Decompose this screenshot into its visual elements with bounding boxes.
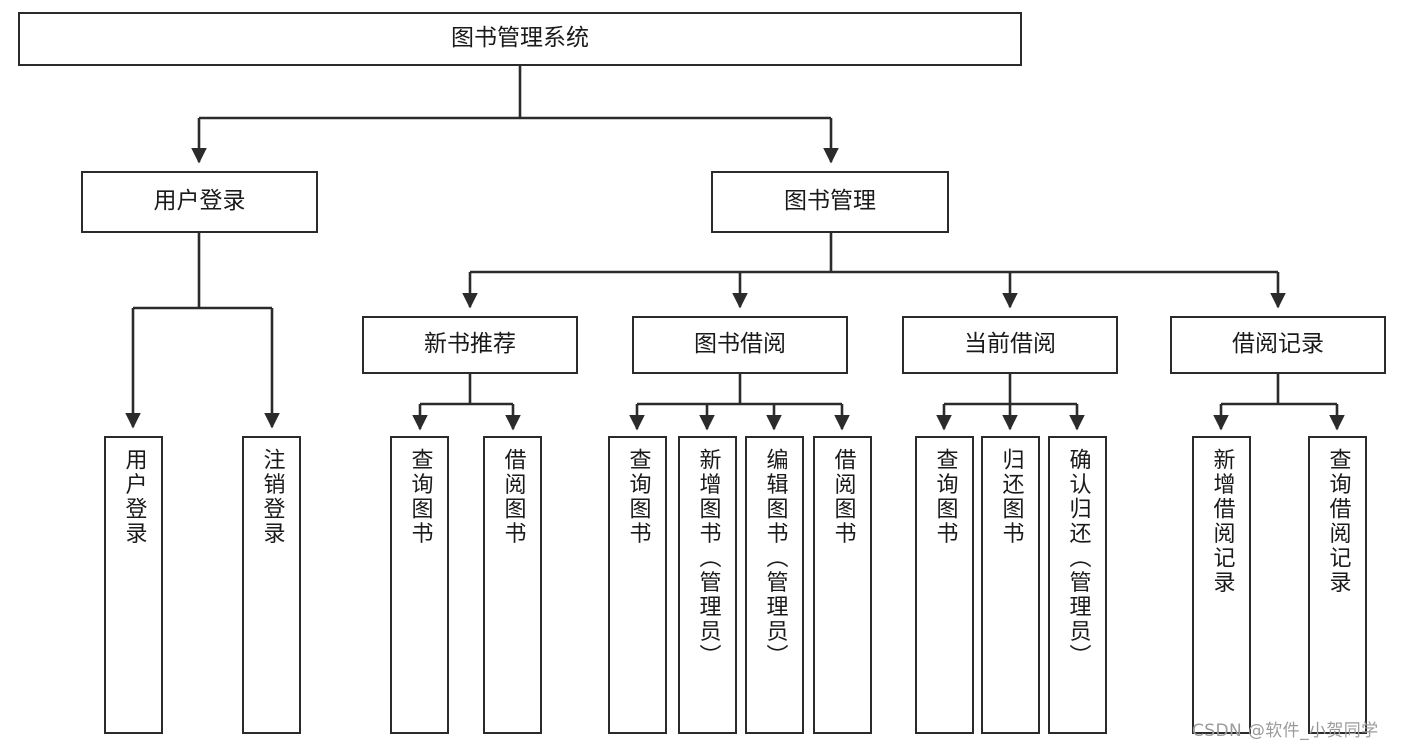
- node-leaf-query-book-3[interactable]: 查询图书: [915, 436, 974, 734]
- node-leaf-borrow-book-1[interactable]: 借阅图书: [483, 436, 542, 734]
- node-label: 图书管理: [784, 188, 876, 215]
- node-leaf-add-record[interactable]: 新增借阅记录: [1192, 436, 1251, 734]
- node-label: 查询图书: [407, 448, 433, 546]
- node-label: 归还图书: [998, 448, 1024, 546]
- node-borrow-record[interactable]: 借阅记录: [1170, 316, 1386, 374]
- node-leaf-logout-login[interactable]: 注销登录: [242, 436, 301, 734]
- node-leaf-query-book-2[interactable]: 查询图书: [608, 436, 667, 734]
- node-label: 借阅图书: [500, 448, 526, 546]
- node-label: 借阅图书: [830, 448, 856, 546]
- node-book-borrow[interactable]: 图书借阅: [632, 316, 848, 374]
- node-leaf-query-book-1[interactable]: 查询图书: [390, 436, 449, 734]
- node-book-management[interactable]: 图书管理: [711, 171, 949, 233]
- node-leaf-borrow-book-2[interactable]: 借阅图书: [813, 436, 872, 734]
- node-label: 新增图书（管理员）: [695, 448, 721, 669]
- node-label: 借阅记录: [1232, 331, 1324, 358]
- node-current-borrow[interactable]: 当前借阅: [902, 316, 1118, 374]
- node-label: 查询借阅记录: [1325, 448, 1351, 595]
- node-label: 图书借阅: [694, 331, 786, 358]
- node-leaf-return-book[interactable]: 归还图书: [981, 436, 1040, 734]
- node-label: 查询图书: [625, 448, 651, 546]
- node-label: 新书推荐: [424, 331, 516, 358]
- node-label: 图书管理系统: [451, 25, 589, 52]
- node-label: 当前借阅: [964, 331, 1056, 358]
- node-leaf-edit-book[interactable]: 编辑图书（管理员）: [745, 436, 804, 734]
- node-label: 确认归还（管理员）: [1065, 448, 1091, 669]
- node-label: 用户登录: [153, 188, 246, 215]
- node-leaf-add-book[interactable]: 新增图书（管理员）: [678, 436, 737, 734]
- node-leaf-confirm-return[interactable]: 确认归还（管理员）: [1048, 436, 1107, 734]
- node-leaf-query-record[interactable]: 查询借阅记录: [1308, 436, 1367, 734]
- node-leaf-user-login[interactable]: 用户登录: [104, 436, 163, 734]
- node-label: 注销登录: [259, 448, 285, 546]
- csdn-watermark: CSDN @软件_小贺同学: [1192, 721, 1379, 741]
- node-new-book-recommend[interactable]: 新书推荐: [362, 316, 578, 374]
- node-user-login[interactable]: 用户登录: [81, 171, 318, 233]
- node-label: 查询图书: [932, 448, 958, 546]
- node-label: 编辑图书（管理员）: [762, 448, 788, 669]
- node-label: 新增借阅记录: [1209, 448, 1235, 595]
- node-label: 用户登录: [121, 448, 147, 546]
- node-root-book-management-system[interactable]: 图书管理系统: [18, 12, 1022, 66]
